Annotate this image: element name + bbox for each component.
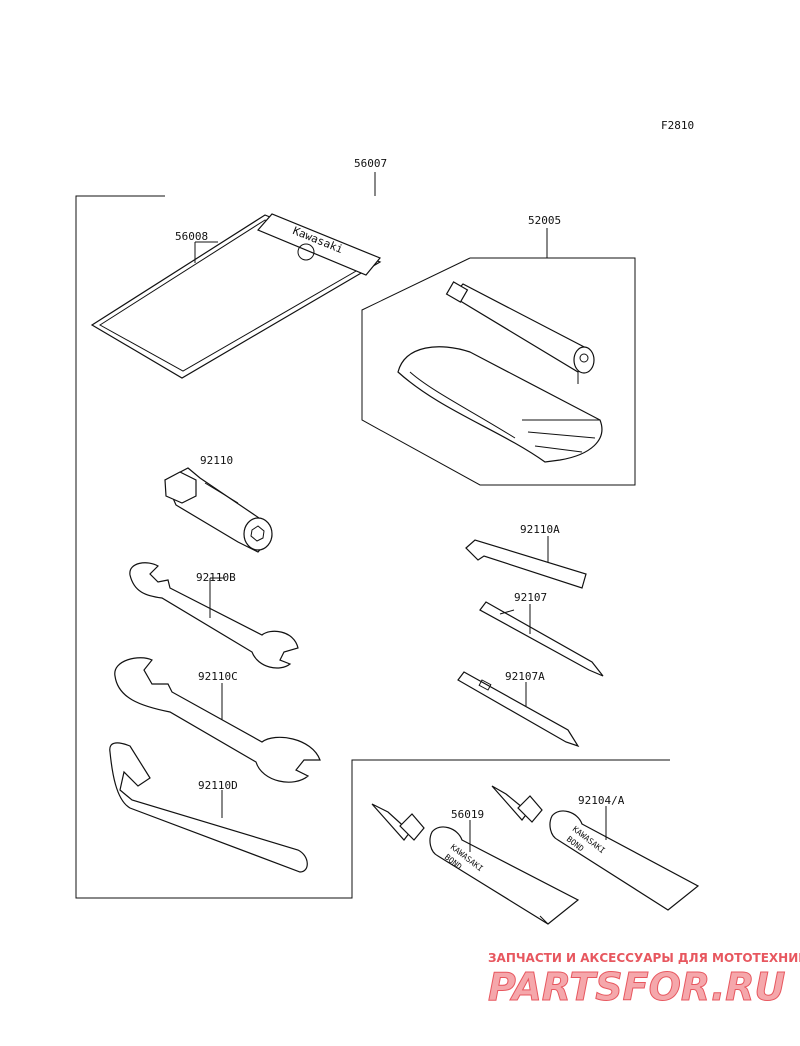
label-wrench-c: 92110C	[198, 670, 238, 683]
watermark-tagline: ЗАПЧАСТИ И АКСЕССУАРЫ ДЛЯ МОТОТЕХНИКИ	[488, 951, 800, 965]
label-screwdriver-a: 92107A	[505, 670, 545, 683]
label-toolkit: 56007	[354, 157, 387, 170]
screwdriver-a: 92107A	[457, 670, 580, 748]
label-bond-2: 92104/A	[578, 794, 625, 807]
label-pouch: 56008	[175, 230, 208, 243]
hex-key: 92110A	[465, 523, 587, 589]
bond-tube-1: KAWASAKI BOND 56019	[371, 803, 580, 925]
spanner-d: 92110D	[109, 742, 308, 873]
screwdriver: 92107	[479, 591, 604, 677]
figure-code: F2810	[661, 119, 694, 132]
watermark: ЗАПЧАСТИ И АКСЕССУАРЫ ДЛЯ МОТОТЕХНИКИ PA…	[488, 951, 800, 1010]
label-box-wrench: 92110	[200, 454, 233, 467]
toolkit-frame: 56007	[75, 157, 670, 899]
label-wrench-b: 92110B	[196, 571, 236, 584]
label-bond-1: 56019	[451, 808, 484, 821]
pump-kit: 52005	[361, 214, 636, 486]
label-hex-key: 92110A	[520, 523, 560, 536]
wrench-b: 92110B	[129, 562, 299, 669]
label-spanner-d: 92110D	[198, 779, 238, 792]
label-pump-kit: 52005	[528, 214, 561, 227]
label-screwdriver: 92107	[514, 591, 547, 604]
wrench-c: 92110C	[114, 657, 321, 783]
watermark-logo: PARTSFOR.RU	[488, 965, 786, 1009]
box-wrench: 92110	[164, 454, 273, 553]
tool-pouch: Kawasaki 56008	[90, 213, 382, 379]
